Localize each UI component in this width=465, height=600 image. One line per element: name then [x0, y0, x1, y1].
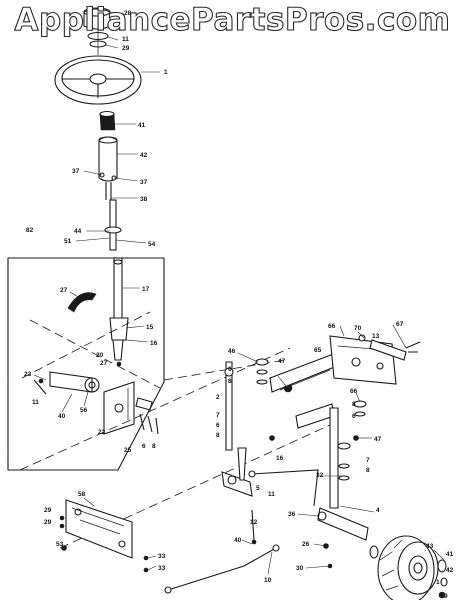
callout-11-box: 11	[32, 399, 39, 406]
callout-leaders	[33, 12, 445, 575]
drag-link	[248, 469, 319, 507]
callout-41-wheel: 41	[446, 551, 454, 558]
bracket-hardware	[33, 378, 159, 435]
spindle-fasteners	[323, 435, 359, 569]
callout-10: 10	[264, 577, 272, 584]
callout-56: 56	[80, 407, 88, 414]
callout-51: 51	[64, 238, 72, 245]
callout-66-lower: 66	[350, 388, 358, 395]
callout-15: 15	[146, 324, 154, 331]
callout-16-center: 16	[276, 455, 284, 462]
axle-support-plate	[65, 499, 133, 559]
cap-spacer-parts	[87, 30, 109, 55]
callout-6-lower: 6	[216, 422, 220, 429]
callout-27-lower: 27	[100, 360, 108, 367]
callout-82: 82	[26, 227, 34, 234]
callout-16-box: 16	[150, 340, 158, 347]
steering-shaft-lower	[109, 257, 129, 367]
center-bolts	[251, 383, 293, 545]
callout-30: 30	[296, 565, 304, 572]
steering-wheel	[54, 55, 142, 105]
plate-bolts	[59, 515, 149, 573]
front-wheel	[377, 535, 439, 600]
callout-32: 32	[316, 472, 324, 479]
callout-7-right: 7	[366, 457, 370, 464]
callout-33-a: 33	[158, 553, 166, 560]
callout-17: 17	[142, 286, 150, 293]
right-frame-bracket	[329, 335, 397, 385]
callout-20: 20	[96, 352, 104, 359]
callout-5: 5	[256, 485, 260, 492]
callout-8-right: 8	[352, 401, 356, 408]
callout-53: 53	[56, 541, 64, 548]
callout-29-plate-b: 29	[44, 519, 52, 526]
callout-42-wheel: 42	[446, 567, 454, 574]
pinion-gear	[67, 292, 97, 313]
sector-support-plate	[21, 311, 161, 389]
callout-4: 4	[376, 507, 380, 514]
callout-29-plate-a: 29	[44, 507, 52, 514]
callout-7-center: 7	[216, 412, 220, 419]
callout-9: 9	[444, 593, 448, 600]
callout-13: 13	[372, 333, 380, 340]
callout-66-upper: 66	[328, 323, 336, 330]
callout-26: 26	[302, 541, 310, 548]
callout-67: 67	[396, 321, 404, 328]
callout-33-b: 33	[158, 565, 166, 572]
callout-8-center: 8	[228, 378, 232, 385]
callout-43: 43	[426, 543, 434, 550]
callout-42: 42	[140, 152, 148, 159]
callout-6-right: 6	[352, 413, 356, 420]
callout-8-box: 8	[152, 443, 156, 450]
callout-11: 11	[122, 36, 129, 43]
callout-27-upper: 27	[60, 287, 68, 294]
callout-8-right-lower: 8	[366, 467, 370, 474]
callout-47-right: 47	[374, 436, 382, 443]
callout-8-lower: 8	[216, 432, 220, 439]
steering-arm-upper	[224, 358, 269, 451]
callout-41: 41	[138, 122, 146, 129]
callout-1: 1	[164, 69, 168, 76]
callout-25: 25	[124, 447, 132, 454]
callout-37-left: 37	[72, 168, 80, 175]
callout-47-center: 47	[278, 358, 286, 365]
steering-column-housing	[98, 136, 118, 182]
callout-12: 12	[250, 519, 258, 526]
steering-wheel-cap	[83, 7, 111, 30]
callout-6-center: 6	[228, 366, 232, 373]
right-spindle	[317, 400, 369, 541]
callout-58: 58	[78, 491, 86, 498]
callout-38: 38	[140, 196, 148, 203]
steering-arm-lower	[221, 447, 253, 497]
callout-40-center: 40	[234, 537, 242, 544]
pivot-bar	[49, 371, 100, 393]
callout-54: 54	[148, 241, 156, 248]
callout-65: 65	[314, 347, 322, 354]
callout-28: 28	[124, 10, 132, 17]
callout-22: 22	[98, 429, 106, 436]
callout-labels: 28 11 29 1 41 42 37 37 38 44 51 54 82 27…	[24, 10, 454, 600]
column-bushing	[99, 110, 116, 131]
callout-1-wheel: 1	[436, 579, 440, 586]
callout-2: 2	[216, 394, 220, 401]
steering-shaft-upper	[104, 199, 122, 251]
callout-36: 36	[288, 511, 296, 518]
callout-23: 23	[24, 371, 32, 378]
tie-rod	[164, 544, 280, 594]
mounting-bracket	[103, 381, 135, 435]
callout-29: 29	[122, 45, 130, 52]
callout-70: 70	[354, 325, 362, 332]
callout-44: 44	[74, 228, 82, 235]
callout-46: 46	[228, 348, 236, 355]
wheel-hardware	[369, 545, 448, 599]
callout-6-box: 6	[142, 443, 146, 450]
steering-gear-subassembly-box	[7, 257, 165, 471]
callout-11-center: 11	[268, 491, 275, 498]
bracket-bolt-assembly	[358, 334, 421, 361]
callout-40-box: 40	[58, 413, 66, 420]
callout-37-right: 37	[140, 179, 148, 186]
